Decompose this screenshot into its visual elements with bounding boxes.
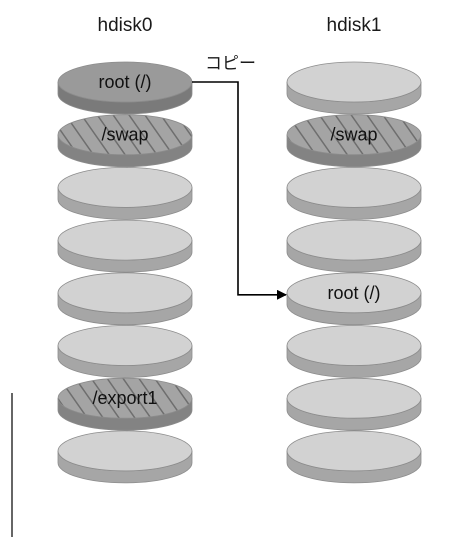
slice-top (286, 377, 422, 419)
disk-slice-hdisk0-2 (57, 166, 193, 220)
slice-top (57, 325, 193, 366)
disk-slice-hdisk0-1: /swap (57, 114, 193, 168)
disk-slice-hdisk1-1: /swap (286, 114, 422, 168)
disk-slice-hdisk0-6: /export1 (57, 377, 193, 431)
slice-top (57, 219, 193, 261)
disk-name-hdisk1: hdisk1 (327, 15, 382, 36)
disk-stack-hdisk0: root (/) /swap/export1 (57, 61, 193, 484)
slice-top (286, 272, 422, 314)
slice-label: root (/) (327, 283, 380, 303)
slice-top (286, 166, 422, 208)
disk-stack-hdisk1: /swap root (/) (286, 61, 422, 484)
slice-label: root (/) (98, 72, 151, 92)
slice-top (286, 325, 422, 366)
disk-slice-hdisk0-3 (57, 219, 193, 273)
disk-slice-hdisk0-0: root (/) (57, 61, 193, 115)
disk-slice-hdisk1-0 (286, 61, 422, 115)
disk-slice-hdisk1-2 (286, 166, 422, 220)
slice-label: /swap (101, 125, 148, 145)
disk-slice-hdisk1-7 (286, 430, 422, 484)
disk-slice-hdisk1-4: root (/) (286, 272, 422, 326)
slice-top (57, 377, 193, 419)
slice-top (57, 166, 193, 208)
slice-top (286, 61, 422, 103)
disk-slice-hdisk1-5 (286, 325, 422, 378)
slice-top (286, 114, 422, 156)
slice-top (57, 430, 193, 472)
disk-slice-hdisk0-5 (57, 325, 193, 378)
slice-label: /export1 (92, 388, 157, 408)
slice-top (286, 430, 422, 472)
slice-label: /swap (330, 125, 377, 145)
disk-slice-hdisk0-7 (57, 430, 193, 484)
slice-top (57, 114, 193, 156)
slice-top (57, 272, 193, 314)
disk-slice-hdisk0-4 (57, 272, 193, 326)
slice-top (286, 219, 422, 261)
copy-arrow (192, 81, 287, 300)
disk-slice-hdisk1-6 (286, 377, 422, 431)
disk-slice-hdisk1-3 (286, 219, 422, 273)
copy-arrow-label: コピー (205, 54, 256, 74)
disk-name-hdisk0: hdisk0 (98, 15, 153, 36)
